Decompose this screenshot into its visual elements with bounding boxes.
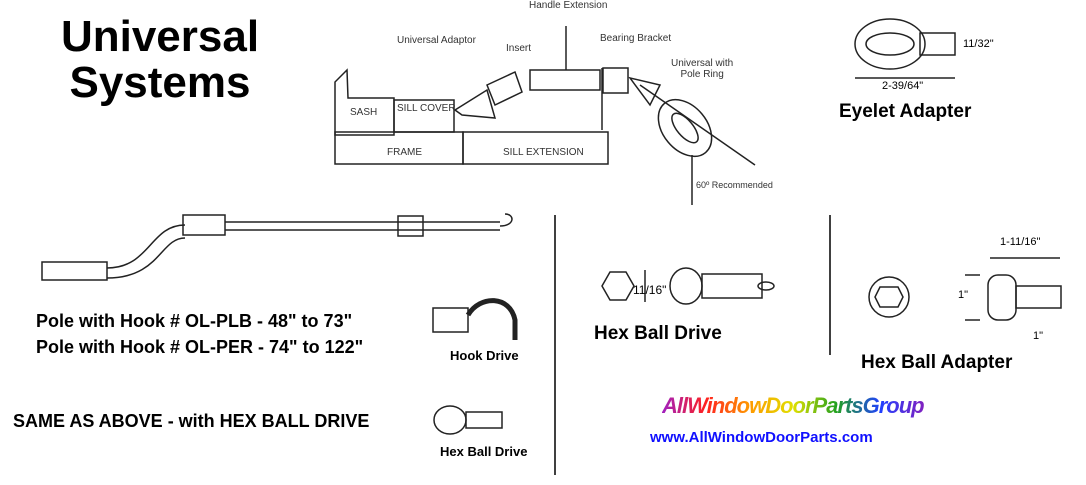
pole-label-per: Pole with Hook # OL-PER - 74" to 122" bbox=[36, 337, 364, 357]
label-insert: Insert bbox=[506, 43, 532, 54]
eyelet-adapter-drawing bbox=[854, 18, 956, 79]
label-angle: 60º Recommended bbox=[696, 180, 773, 190]
title-line: Systems bbox=[69, 58, 251, 107]
adapter-dim-shaft: 1" bbox=[1033, 330, 1044, 342]
eyelet-dim-length: 2-39/64" bbox=[882, 80, 924, 92]
title-line: Universal bbox=[60, 12, 260, 61]
hex-ball-drive-label: Hex Ball Drive bbox=[594, 323, 722, 344]
installation-drawing bbox=[334, 26, 756, 205]
label-sill-cover: SILL COVER bbox=[397, 103, 456, 114]
adapter-dim-diameter: 1" bbox=[958, 289, 969, 301]
brand-logo: AllWindowDoorPartsGroup bbox=[662, 393, 925, 418]
pole-label-plb: Pole with Hook # OL-PLB - 48" to 73" bbox=[36, 311, 353, 331]
hook-drive-label: Hook Drive bbox=[450, 348, 519, 363]
label-frame: FRAME bbox=[387, 147, 422, 158]
same-as-above-label: SAME AS ABOVE - with HEX BALL DRIVE bbox=[13, 411, 370, 431]
label-line: Pole Ring bbox=[680, 69, 724, 80]
label-bearing-bracket: Bearing Bracket bbox=[600, 33, 672, 44]
label-sash: SASH bbox=[350, 107, 378, 118]
hex-ball-drive-small-label: Hex Ball Drive bbox=[440, 444, 528, 459]
hex-ball-adapter-label: Hex Ball Adapter bbox=[861, 352, 1013, 373]
label-handle-extension: Handle Extension bbox=[529, 0, 608, 11]
pole-drawing bbox=[41, 213, 518, 435]
eyelet-dim-width: 11/32" bbox=[963, 38, 994, 50]
label-line: Universal with bbox=[671, 58, 734, 69]
hex-ball-drive-dim: 11/16" bbox=[633, 283, 667, 297]
adapter-dim-length: 1-11/16" bbox=[1000, 236, 1041, 248]
brand-url[interactable]: www.AllWindowDoorParts.com bbox=[650, 429, 873, 446]
hex-ball-adapter-drawing bbox=[868, 257, 1062, 321]
hex-ball-drive-drawing bbox=[601, 267, 775, 305]
label-universal-adaptor: Universal Adaptor bbox=[397, 35, 476, 46]
label-sill-extension: SILL EXTENSION bbox=[503, 147, 584, 158]
eyelet-adapter-label: Eyelet Adapter bbox=[839, 101, 972, 122]
